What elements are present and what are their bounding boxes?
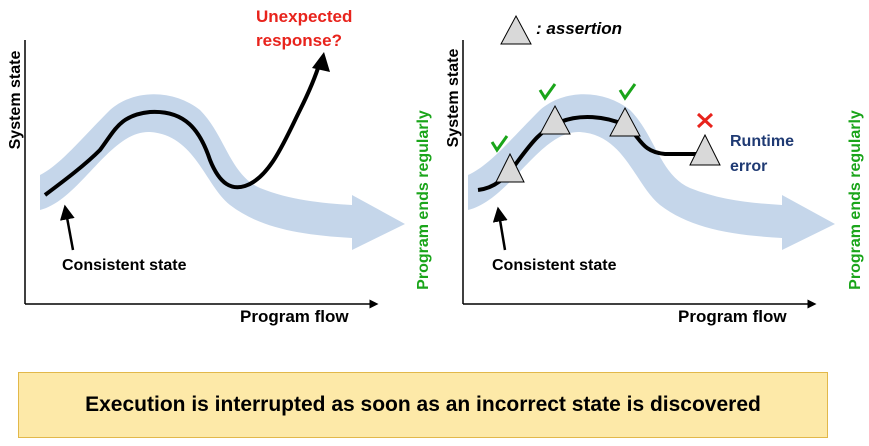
consistent-state-label: Consistent state <box>492 257 617 274</box>
legend-triangle-icon <box>500 14 532 45</box>
error-x-icon <box>696 112 714 129</box>
legend-label: : assertion <box>536 19 622 38</box>
right-panel: : assertion Runtime error System state P… <box>445 14 864 326</box>
assertion-triangle-icon <box>609 106 641 137</box>
curve-arrowhead <box>312 52 330 72</box>
check-icon <box>490 135 509 153</box>
runtime-error-label-1: Runtime <box>730 133 794 150</box>
x-axis-label: Program flow <box>240 307 349 326</box>
annotation-unexpected-2: response? <box>256 31 342 50</box>
check-icon <box>618 83 637 101</box>
consistent-pointer-arrow <box>59 204 75 251</box>
expected-flow-band <box>40 94 405 250</box>
assertion-triangle-icon <box>539 104 571 135</box>
y-axis-label: System state <box>445 49 462 148</box>
consistent-pointer-arrow <box>492 206 508 251</box>
consistent-state-label: Consistent state <box>62 257 187 274</box>
program-ends-label: Program ends regularly <box>415 110 432 290</box>
annotation-unexpected-1: Unexpected <box>256 7 352 26</box>
check-icon <box>538 83 557 101</box>
left-panel: Unexpected response? System state Progra… <box>7 7 432 326</box>
expected-flow-band <box>468 94 835 250</box>
program-ends-label: Program ends regularly <box>847 110 864 290</box>
runtime-error-label-2: error <box>730 158 767 175</box>
actual-state-curve <box>43 61 322 197</box>
assertion-triangle-icon <box>495 152 525 183</box>
caption-box: Execution is interrupted as soon as an i… <box>18 372 828 438</box>
caption-text: Execution is interrupted as soon as an i… <box>85 393 761 416</box>
x-axis-label: Program flow <box>678 307 787 326</box>
y-axis-label: System state <box>7 51 24 150</box>
assertion-triangle-icon <box>689 133 721 166</box>
